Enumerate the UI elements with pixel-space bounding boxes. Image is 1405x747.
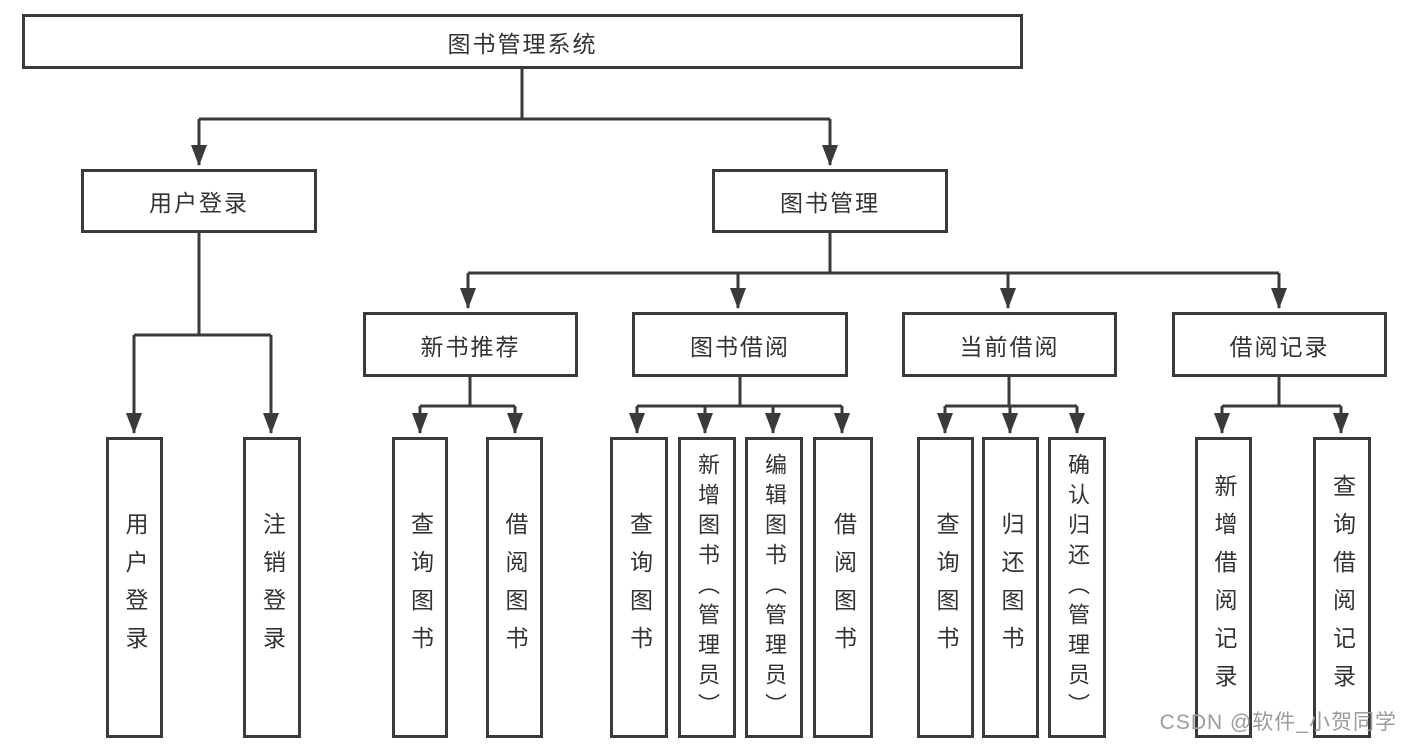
node-book-borrow-label: 图书借阅	[690, 333, 790, 360]
leaf-logout-label: 注销登录	[259, 511, 286, 664]
leaf-query-borrow-record: 查询借阅记录	[1313, 437, 1371, 738]
leaf-edit-book-admin: 编辑图书（管理员）	[745, 437, 803, 738]
leaf-logout: 注销登录	[243, 437, 301, 738]
leaf-add-borrow-record-label: 新增借阅记录	[1211, 473, 1237, 702]
leaf-borrow-books-1-label: 借阅图书	[502, 511, 528, 664]
connector-book-mgmt-stem	[468, 233, 1279, 275]
leaf-user-login: 用户登录	[106, 437, 163, 738]
leaf-query-books-3-label: 查询图书	[933, 511, 959, 664]
connector-new-book-stem	[420, 377, 515, 408]
leaf-return-books-label: 归还图书	[998, 511, 1024, 664]
node-book-borrow: 图书借阅	[632, 312, 848, 377]
leaf-borrow-books-1: 借阅图书	[486, 437, 543, 738]
leaf-borrow-books-2: 借阅图书	[813, 437, 873, 738]
node-user-login-label: 用户登录	[149, 190, 249, 216]
leaf-query-books-2: 查询图书	[610, 437, 668, 738]
leaf-return-books: 归还图书	[982, 437, 1039, 738]
leaf-query-books-2-label: 查询图书	[626, 511, 653, 664]
node-root-label: 图书管理系统	[447, 30, 598, 57]
node-new-book-recommend: 新书推荐	[363, 312, 578, 377]
node-borrow-records-label: 借阅记录	[1229, 333, 1330, 360]
leaf-edit-book-admin-label: 编辑图书（管理员）	[762, 452, 787, 723]
node-book-management-label: 图书管理	[780, 190, 880, 216]
leaf-query-books-1-label: 查询图书	[407, 511, 434, 664]
leaf-confirm-return-admin: 确认归还（管理员）	[1048, 437, 1106, 738]
connector-user-login-stem	[134, 232, 271, 337]
leaf-user-login-label: 用户登录	[122, 511, 148, 664]
leaf-borrow-books-2-label: 借阅图书	[830, 511, 857, 664]
connector-record-stem	[1222, 377, 1341, 408]
leaf-add-borrow-record: 新增借阅记录	[1195, 437, 1252, 738]
node-root: 图书管理系统	[22, 14, 1023, 69]
leaf-add-book-admin-label: 新增图书（管理员）	[695, 452, 720, 723]
connector-root-stem	[199, 69, 830, 121]
node-new-book-recommend-label: 新书推荐	[420, 333, 521, 360]
leaf-add-book-admin: 新增图书（管理员）	[678, 437, 736, 738]
node-user-login: 用户登录	[81, 169, 317, 233]
connector-book-borrow-stem	[637, 377, 842, 408]
node-current-borrow-label: 当前借阅	[959, 333, 1060, 360]
leaf-query-books-3: 查询图书	[917, 437, 974, 738]
csdn-watermark: CSDN @软件_小贺同学	[1159, 711, 1397, 734]
node-current-borrow: 当前借阅	[902, 312, 1117, 377]
leaf-query-borrow-record-label: 查询借阅记录	[1329, 473, 1356, 702]
leaf-confirm-return-admin-label: 确认归还（管理员）	[1065, 452, 1090, 723]
node-book-management: 图书管理	[712, 169, 948, 233]
leaf-query-books-1: 查询图书	[392, 437, 448, 738]
connector-current-stem	[945, 377, 1077, 408]
node-borrow-records: 借阅记录	[1172, 312, 1387, 377]
